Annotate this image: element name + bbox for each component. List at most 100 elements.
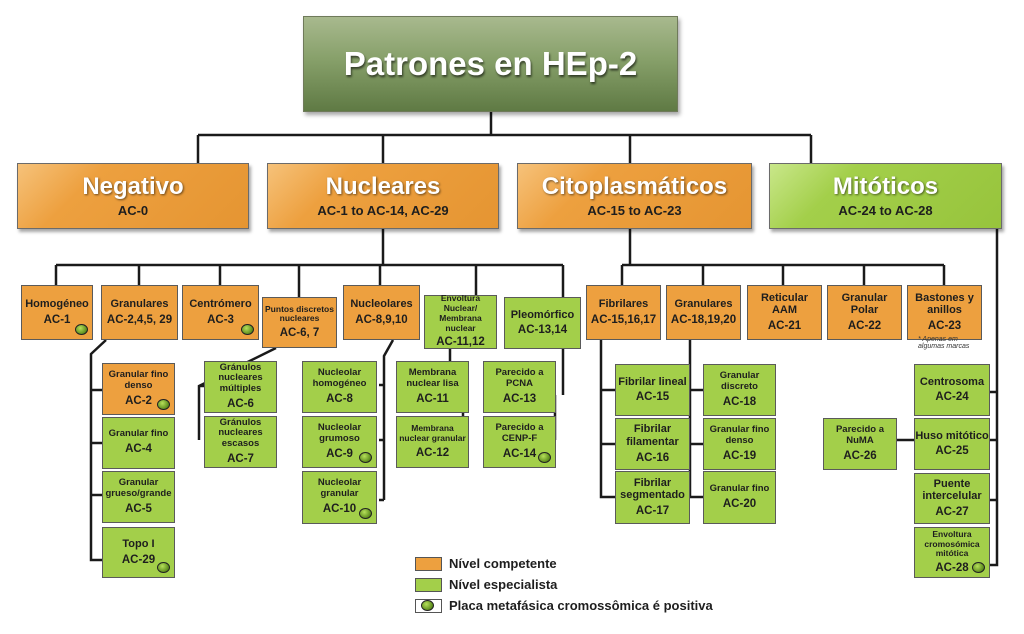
node-envoltura-nuclear: Envoltura Nuclear/ Membrana nuclear AC-1… xyxy=(424,293,497,349)
node-code: AC-23 xyxy=(927,320,962,333)
node-pleomorfico: Pleomórfico AC-13,14 xyxy=(504,297,581,349)
node-fibrilares: Fibrilares AC-15,16,17 xyxy=(586,285,661,340)
node-label: Granular discreto xyxy=(719,369,760,392)
node-code: AC-29 xyxy=(121,553,156,566)
category-mitoticos: Mitóticos AC-24 to AC-28 xyxy=(769,163,1002,229)
category-mitoticos-label: Mitóticos xyxy=(832,172,939,200)
node-fibrilar-filamentar: Fibrilar filamentar AC-16 xyxy=(615,418,690,470)
category-mitoticos-code: AC-24 to AC-28 xyxy=(838,202,933,218)
node-code: AC-14 xyxy=(502,447,537,460)
node-code: AC-13 xyxy=(502,392,537,405)
node-label: Parecido a CENP-F xyxy=(495,421,544,444)
node-code: AC-8 xyxy=(326,392,353,405)
metaphase-positive-icon xyxy=(359,508,372,519)
node-code: AC-8,9,10 xyxy=(355,313,408,326)
node-code: AC-7 xyxy=(227,453,254,466)
category-nucleares: Nucleares AC-1 to AC-14, AC-29 xyxy=(267,163,499,229)
category-citoplasmaticos-code: AC-15 to AC-23 xyxy=(587,202,682,218)
node-label: Granular fino xyxy=(108,428,169,440)
node-granular-grueso: Granular grueso/grande AC-5 xyxy=(102,471,175,523)
node-fibrilar-segmentado: Fibrilar segmentado AC-17 xyxy=(615,471,690,524)
node-label: Granular fino denso xyxy=(108,368,169,391)
node-label: Puente intercelular xyxy=(922,477,982,503)
node-label: Centrómero xyxy=(189,298,252,311)
node-label: Fibrilares xyxy=(598,298,649,311)
node-code: AC-18,19,20 xyxy=(670,313,737,326)
node-granulares-citoplasmaticos: Granulares AC-18,19,20 xyxy=(666,285,741,340)
node-code: AC-3 xyxy=(207,313,234,326)
node-code: AC-10 xyxy=(322,503,357,516)
node-code: AC-6, 7 xyxy=(279,327,320,340)
node-granular-polar: Granular Polar AC-22 xyxy=(827,285,902,340)
node-label: Granular grueso/grande xyxy=(105,476,172,499)
node-code: AC-22 xyxy=(847,320,882,333)
footnote: * Apenas em algumas marcas xyxy=(918,336,970,351)
node-centromero: Centrómero AC-3 xyxy=(182,285,259,340)
node-label: Puntos discretos nucleares xyxy=(265,303,334,324)
node-code: AC-18 xyxy=(722,395,757,408)
node-label: Pleomórfico xyxy=(510,308,575,321)
node-label: Fibrilar segmentado xyxy=(620,476,685,502)
node-pcna: Parecido a PCNA AC-13 xyxy=(483,361,556,413)
node-code: AC-5 xyxy=(125,502,152,515)
node-centrosoma: Centrosoma AC-24 xyxy=(914,364,990,416)
node-homogeneo: Homogéneo AC-1 xyxy=(21,285,93,340)
node-code: AC-13,14 xyxy=(517,324,568,337)
metaphase-positive-icon xyxy=(157,562,170,573)
node-cenpf: Parecido a CENP-F AC-14 xyxy=(483,416,556,468)
node-code: AC-2,4,5, 29 xyxy=(106,313,173,326)
node-envoltura-cromosomica: Envoltura cromosómica mitótica AC-28 xyxy=(914,527,990,578)
node-code: AC-9 xyxy=(326,447,353,460)
node-code: AC-27 xyxy=(935,506,969,519)
node-nucleolar-granular: Nucleolar granular AC-10 xyxy=(302,471,377,524)
node-code: AC-11,12 xyxy=(436,336,485,349)
node-code: AC-24 xyxy=(935,391,969,404)
node-label: Parecido a PCNA xyxy=(495,366,544,389)
node-code: AC-15 xyxy=(635,391,670,404)
node-code: AC-21 xyxy=(767,320,802,333)
metaphase-positive-icon xyxy=(359,452,372,463)
category-negativo-code: AC-0 xyxy=(117,202,149,218)
node-numa: Parecido a NuMA AC-26 xyxy=(823,418,897,470)
node-granular-discreto: Granular discreto AC-18 xyxy=(703,364,776,416)
node-code: AC-1 xyxy=(43,313,71,326)
metaphase-positive-icon xyxy=(75,324,88,335)
node-label: Reticular AAM xyxy=(760,291,809,317)
legend-orange-swatch xyxy=(415,556,442,571)
node-code: AC-16 xyxy=(635,451,670,464)
node-granular-fino-denso-citoplasmatico: Granular fino denso AC-19 xyxy=(703,418,776,470)
legend-metaphase-label: Placa metafásica cromossômica é positiva xyxy=(449,598,713,613)
metaphase-positive-icon xyxy=(157,399,170,410)
metaphase-positive-icon xyxy=(421,599,434,611)
node-label: Granular fino xyxy=(709,482,770,494)
node-label: Granular fino denso xyxy=(709,423,770,446)
node-label: Granulares xyxy=(110,298,169,311)
node-label: Topo I xyxy=(122,538,155,551)
node-granulos-multiples: Gránulos nucleares múltiples AC-6 xyxy=(204,361,277,413)
node-granulares-nucleares: Granulares AC-2,4,5, 29 xyxy=(101,285,178,340)
node-code: AC-15,16,17 xyxy=(590,313,657,326)
node-code: AC-20 xyxy=(722,497,757,510)
node-puente-intercelular: Puente intercelular AC-27 xyxy=(914,473,990,524)
metaphase-positive-icon xyxy=(972,562,985,573)
legend-competente-label: Nível competente xyxy=(449,556,557,571)
node-bastones-anillos: Bastones y anillos AC-23 xyxy=(907,285,982,340)
legend-metaphase-swatch xyxy=(415,598,442,613)
metaphase-positive-icon xyxy=(241,324,254,335)
node-granulos-escasos: Gránulos nucleares escasos AC-7 xyxy=(204,416,277,468)
node-membrana-granular: Membrana nuclear granular AC-12 xyxy=(396,416,469,468)
node-label: Nucleolar grumoso xyxy=(317,421,362,444)
node-topo-i: Topo I AC-29 xyxy=(102,527,175,578)
node-code: AC-28 xyxy=(935,562,969,575)
node-label: Nucleolar homogéneo xyxy=(312,366,367,389)
node-label: Granular Polar xyxy=(841,291,888,317)
node-label: Bastones y anillos xyxy=(915,291,974,317)
node-label: Fibrilar lineal xyxy=(618,375,687,388)
node-code: AC-11 xyxy=(416,392,449,405)
main-title: Patrones en HEp-2 xyxy=(303,16,678,112)
node-nucleolar-homogeneo: Nucleolar homogéneo AC-8 xyxy=(302,361,377,413)
node-label: Fibrilar filamentar xyxy=(626,423,679,448)
node-granular-fino: Granular fino AC-4 xyxy=(102,417,175,469)
category-negativo: Negativo AC-0 xyxy=(17,163,249,229)
node-code: AC-25 xyxy=(935,445,969,458)
